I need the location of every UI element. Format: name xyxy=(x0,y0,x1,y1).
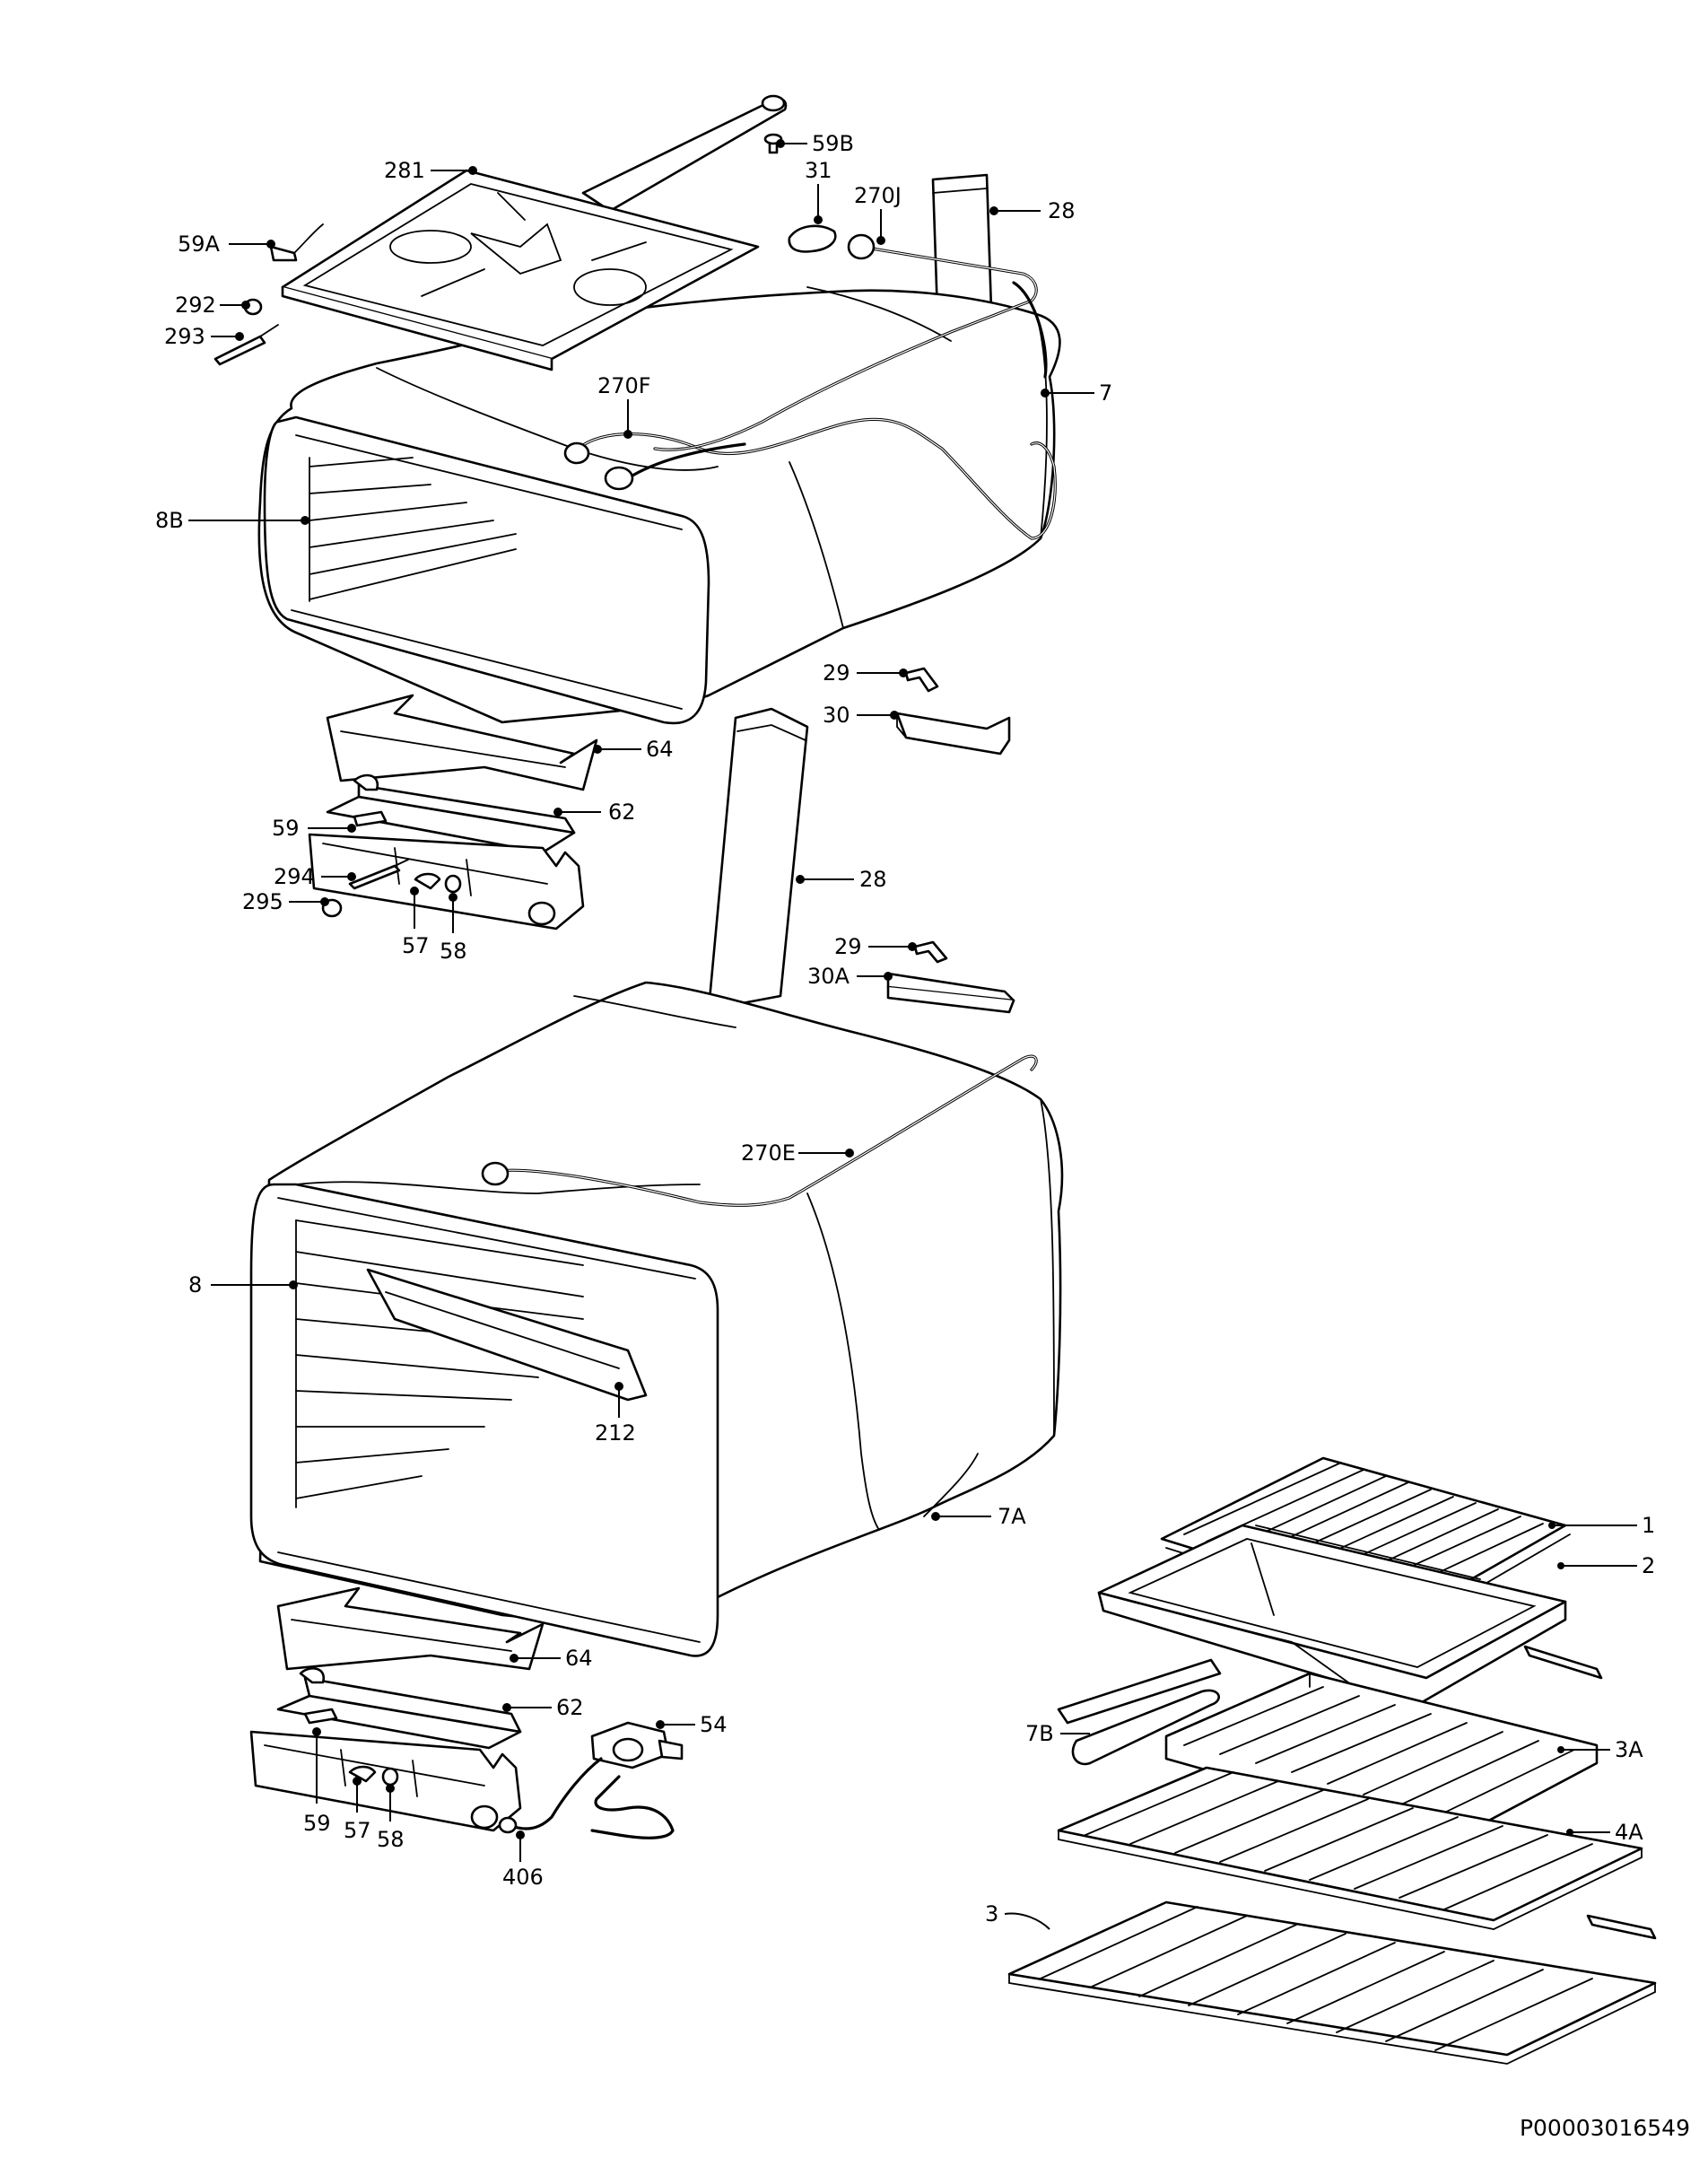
label-294: 294 xyxy=(274,864,315,889)
part-57-top xyxy=(414,872,441,890)
label-270E: 270E xyxy=(741,1140,796,1166)
burner-62-bottom xyxy=(249,1666,522,1832)
bracket-59A xyxy=(269,223,324,262)
label-281: 281 xyxy=(384,158,425,183)
label-293: 293 xyxy=(164,324,205,349)
label-54: 54 xyxy=(700,1712,728,1737)
label-58-a: 58 xyxy=(440,939,467,964)
label-30: 30 xyxy=(823,703,850,728)
back-panel-mid xyxy=(707,707,809,1011)
bracket-29-top xyxy=(904,667,939,693)
grill-element-212 xyxy=(366,1268,648,1402)
label-1: 1 xyxy=(1642,1513,1655,1538)
grill-pan-2 xyxy=(1097,1524,1567,1707)
label-64-a: 64 xyxy=(646,737,674,762)
shelf-support-8 xyxy=(295,1219,584,1508)
main-oven-cavity-7A xyxy=(249,981,1064,1657)
shelf-4A xyxy=(1057,1766,1643,1930)
label-28-top: 28 xyxy=(1048,198,1076,223)
bracket-30 xyxy=(895,712,1011,756)
label-2: 2 xyxy=(1642,1553,1655,1578)
top-plate-281 xyxy=(281,94,788,371)
label-59-a: 59 xyxy=(272,816,300,841)
label-212: 212 xyxy=(595,1420,636,1446)
label-30A: 30A xyxy=(807,964,850,989)
top-oven-cavity xyxy=(257,286,1061,725)
label-57-a: 57 xyxy=(402,933,430,958)
label-57-b: 57 xyxy=(344,1818,371,1843)
label-8: 8 xyxy=(188,1272,202,1297)
label-4A: 4A xyxy=(1615,1820,1643,1845)
label-292: 292 xyxy=(175,293,216,318)
sensor-270J xyxy=(847,233,876,260)
capillary-wire-main xyxy=(481,1054,1038,1207)
label-8B: 8B xyxy=(155,508,184,533)
label-31: 31 xyxy=(805,158,832,183)
label-3A: 3A xyxy=(1615,1737,1643,1762)
rod-293 xyxy=(214,324,279,366)
shelf-3A xyxy=(1164,1645,1603,1841)
part-57-bottom xyxy=(348,1765,377,1783)
back-panel-top xyxy=(931,173,993,316)
label-270J: 270J xyxy=(854,183,902,208)
lamp-holder-31 xyxy=(788,224,837,253)
shelf-support-8B xyxy=(309,457,517,602)
top-oven-assembly xyxy=(214,94,1061,725)
label-59A: 59A xyxy=(178,232,221,257)
deflector-64-bottom xyxy=(276,1586,545,1671)
accessories xyxy=(1007,1456,1657,2065)
label-28-mid: 28 xyxy=(859,867,887,892)
main-oven-assembly xyxy=(249,981,1064,1657)
part-58-top xyxy=(444,874,462,894)
capillary-wire-top xyxy=(563,245,1057,540)
lower-burner-assembly xyxy=(249,1586,684,1839)
valve-54 xyxy=(510,1721,684,1839)
label-29-b: 29 xyxy=(834,934,862,959)
electrode-294 xyxy=(348,859,409,890)
shelf-3 xyxy=(1007,1900,1657,2065)
label-406: 406 xyxy=(502,1865,544,1890)
capillary-406 xyxy=(498,1816,518,1834)
burner-62-top xyxy=(308,773,585,930)
label-3: 3 xyxy=(985,1901,998,1926)
label-58-b: 58 xyxy=(377,1827,405,1852)
label-7: 7 xyxy=(1099,380,1112,406)
label-295: 295 xyxy=(242,889,283,914)
part-58-bottom xyxy=(381,1767,399,1787)
label-7A: 7A xyxy=(998,1504,1026,1529)
part-callouts: 59B 281 31 270J 28 59A 292 293 7 xyxy=(155,131,1655,1930)
label-62-b: 62 xyxy=(556,1695,584,1720)
label-59-b: 59 xyxy=(303,1811,331,1836)
label-29-a: 29 xyxy=(823,660,850,686)
document-code: P00003016549 xyxy=(1519,2115,1690,2141)
label-59B: 59B xyxy=(812,131,854,156)
bracket-30A xyxy=(886,972,1015,1014)
injector-59-top xyxy=(353,810,388,827)
top-burner-assembly xyxy=(308,694,598,930)
handle-7B xyxy=(1057,1658,1222,1766)
label-64-b: 64 xyxy=(565,1646,593,1671)
label-7B: 7B xyxy=(1025,1721,1054,1746)
label-62-a: 62 xyxy=(608,799,636,825)
deflector-64-top xyxy=(326,694,598,791)
label-270F: 270F xyxy=(597,373,651,398)
injector-59-bottom xyxy=(303,1708,338,1725)
bracket-29-mid xyxy=(913,940,948,964)
